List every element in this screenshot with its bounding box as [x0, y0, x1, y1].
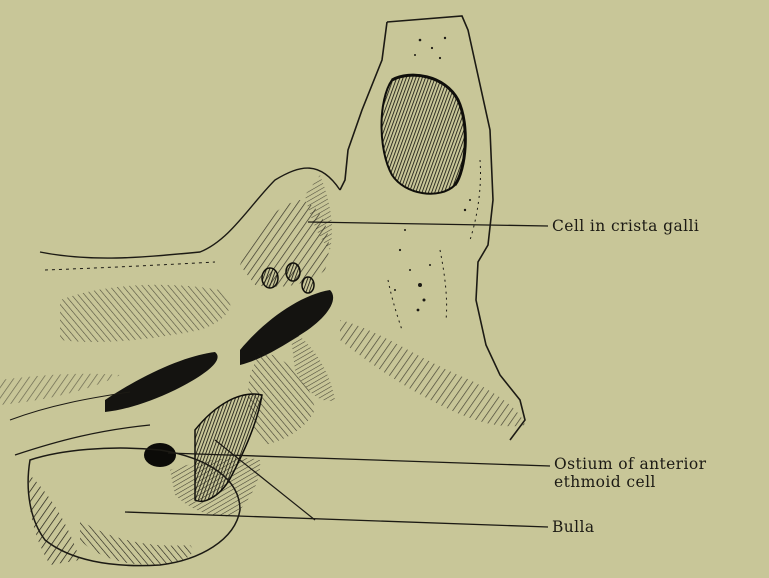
crista-galli-left-edge: [340, 22, 387, 190]
label-cell-in-crista-galli: Cell in crista galli: [552, 218, 699, 234]
label-bulla: Bulla: [552, 519, 595, 535]
label-ostium-line2: ethmoid cell: [554, 474, 656, 490]
leader-bulla: [125, 512, 548, 527]
leader-crista-galli: [308, 222, 548, 226]
ostium: [144, 443, 176, 467]
label-ostium-line1: Ostium of anterior: [554, 456, 706, 472]
dark-ridge-upper: [240, 290, 333, 365]
